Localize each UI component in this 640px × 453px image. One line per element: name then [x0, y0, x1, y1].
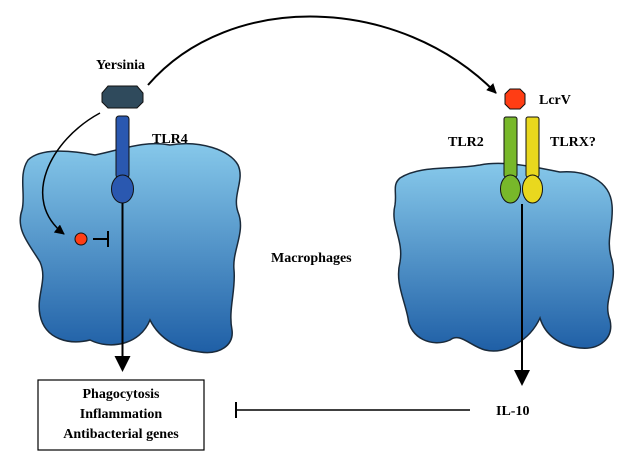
- yersinia-to-lcrv-arrow: [147, 15, 497, 94]
- left-macrophage-cell: [19, 142, 242, 354]
- tlr2-label: TLR2: [448, 135, 484, 150]
- outcome-line-inflammation: Inflammation: [80, 407, 163, 422]
- macrophages-label: Macrophages: [271, 251, 352, 266]
- il10-label: IL-10: [496, 404, 529, 419]
- yersinia-bacterium-icon: [101, 85, 144, 109]
- inhibitor-effector-dot: [74, 232, 88, 246]
- tlrx-receptor-domain: [522, 174, 543, 204]
- yersinia-to-inhibitor-arrow: [41, 112, 101, 235]
- tlrx-receptor-stalk: [525, 116, 540, 178]
- outcome-box: [37, 379, 205, 451]
- outcome-line-antibacterial-genes: Antibacterial genes: [63, 427, 179, 442]
- lcrv-label: LcrV: [539, 93, 571, 108]
- tlr4-label: TLR4: [152, 132, 188, 147]
- tlr2-receptor-domain: [500, 174, 521, 204]
- right-macrophage-cell: [393, 162, 614, 352]
- yersinia-label: Yersinia: [96, 58, 145, 73]
- outcome-line-phagocytosis: Phagocytosis: [83, 387, 161, 402]
- tlr4-receptor-domain: [111, 174, 134, 204]
- tlrx-label: TLRX?: [550, 135, 596, 150]
- lcrv-antigen-icon: [504, 88, 526, 110]
- tlr4-receptor-stalk: [115, 115, 130, 179]
- tlr2-receptor-stalk: [503, 116, 518, 178]
